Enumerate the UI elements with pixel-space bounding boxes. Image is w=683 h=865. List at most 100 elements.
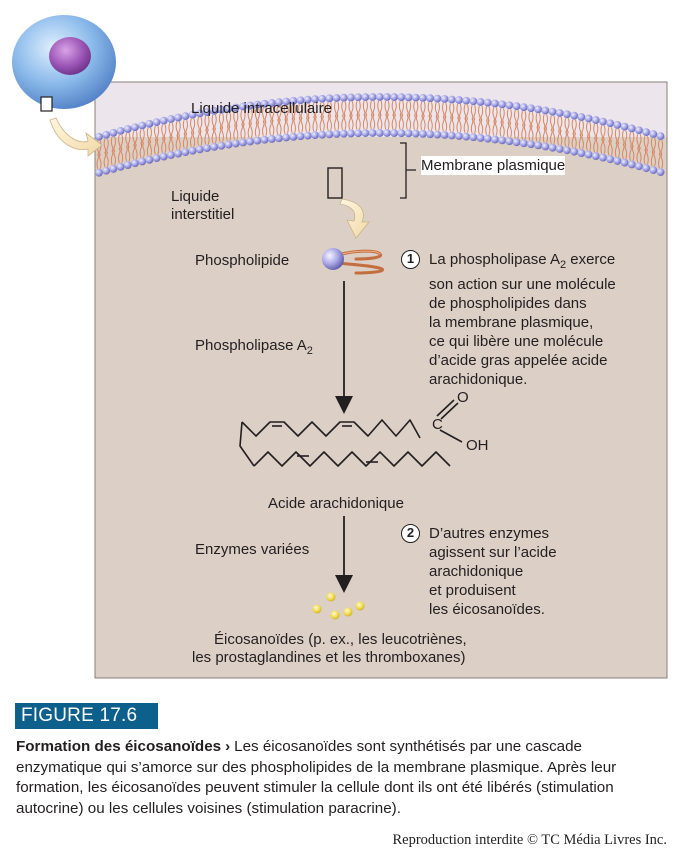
chain-upper: [241, 419, 421, 439]
lipid-head: [519, 103, 528, 112]
lipid-head: [260, 99, 269, 108]
lipid-tail: [300, 117, 304, 133]
lipid-tail: [185, 132, 188, 149]
lipid-tail: [571, 132, 575, 148]
lipid-head: [174, 149, 183, 158]
lipid-head: [224, 104, 233, 113]
lipid-head: [505, 101, 514, 110]
figure-caption: Formation des éicosanoïdes›Les éicosanoï…: [16, 737, 666, 819]
lipid-tail: [161, 137, 164, 153]
lipid-tail: [423, 114, 426, 131]
step-2-number: 2: [401, 524, 420, 543]
copyright-notice: Reproduction interdite © TC Média Livres…: [392, 832, 667, 848]
lipid-tail: [586, 135, 589, 151]
lipid-head: [570, 147, 579, 156]
figure-badge: FIGURE 17.6: [15, 703, 158, 729]
lipid-tail: [269, 119, 272, 136]
lipid-head: [145, 119, 154, 128]
lipid-tail: [653, 150, 656, 167]
lipid-head: [447, 131, 456, 140]
eicosanoid-molecules: [312, 592, 365, 620]
lipid-tail: [96, 153, 99, 169]
lipid-tail: [531, 125, 534, 141]
lipid-head: [570, 111, 579, 120]
lipid-head: [195, 145, 204, 154]
lipid-tail: [362, 113, 366, 130]
lipid-head: [131, 159, 139, 168]
lipid-head: [296, 132, 305, 141]
lipid-tail: [156, 138, 160, 155]
lipid-head: [440, 95, 449, 103]
lipid-head: [102, 130, 111, 139]
lipid-tail: [293, 117, 296, 133]
lipid-head: [210, 143, 219, 151]
lipid-head: [498, 136, 507, 145]
lipid-head: [498, 100, 507, 109]
lipid-head: [361, 129, 370, 138]
lipid-head: [325, 94, 334, 103]
lipid-head: [635, 162, 643, 171]
lipid-tail: [262, 120, 265, 136]
lipid-tail: [139, 142, 143, 158]
lipid-tail: [290, 117, 294, 133]
lipid-tail: [470, 118, 474, 134]
lipid-tail: [387, 113, 390, 130]
lipid-tail: [377, 113, 380, 130]
lipid-tail: [478, 118, 481, 135]
lipid-head: [116, 127, 125, 135]
lipid-tail: [578, 133, 582, 150]
lipid-head: [188, 110, 197, 119]
lipid-head: [606, 155, 615, 164]
label-eicosanoids-1: Éicosanoïdes (p. ex., les leucotriènes,: [214, 631, 467, 648]
lipid-tail: [487, 119, 491, 135]
lipid-tail: [617, 141, 620, 158]
lipid-head: [339, 129, 348, 138]
lipid-tail: [370, 113, 373, 130]
lipid-tail: [125, 145, 128, 162]
phospholipid-head: [322, 248, 344, 270]
lipid-head: [167, 151, 175, 159]
step-1-line: d’acide gras appelée acide: [429, 352, 608, 369]
lipid-head: [95, 132, 103, 141]
lipid-tail: [221, 126, 224, 142]
lipid-tail: [235, 124, 239, 140]
zoom-arrow-cell-icon: [49, 117, 103, 157]
lipid-head: [426, 94, 435, 103]
lipid-tail: [394, 113, 397, 130]
lipid-tail: [607, 140, 611, 156]
lipid-head: [231, 103, 240, 112]
lipid-head: [138, 121, 147, 130]
lipid-head: [152, 118, 161, 127]
lipid-head: [584, 114, 593, 123]
lipid-head: [411, 93, 420, 102]
step-1: 1 La phospholipase A2 exerce son action …: [401, 250, 671, 388]
lipid-tail: [207, 128, 210, 145]
lipid-tail: [110, 149, 114, 165]
lipid-head: [390, 129, 399, 137]
lipid-tail: [415, 114, 419, 130]
step-2-line: agissent sur l’acide: [429, 544, 557, 561]
lipid-tail: [171, 135, 174, 152]
lipid-head: [267, 135, 276, 143]
lipid-head: [159, 116, 168, 125]
lipid-tail: [127, 145, 131, 162]
lipid-head: [246, 101, 255, 110]
lipid-head: [332, 130, 341, 138]
lipid-head: [491, 99, 499, 108]
lipid-tail: [175, 134, 179, 150]
lipid-head: [527, 140, 535, 149]
atom-oh: OH: [466, 437, 489, 454]
lipid-head: [433, 130, 442, 139]
lipid-head: [203, 108, 211, 117]
lipid-head: [419, 129, 427, 138]
lipid-head: [541, 142, 550, 151]
lipid-tail: [434, 115, 438, 131]
lipid-tail: [639, 147, 642, 163]
step-2: 2 D’autres enzymes agissent sur l’acide …: [401, 524, 671, 624]
lipid-head: [347, 129, 355, 138]
lipid-tail: [506, 122, 510, 138]
lipid-head: [109, 128, 118, 137]
lipid-head: [174, 113, 183, 122]
lipid-tail: [420, 114, 423, 131]
lipid-head: [159, 152, 168, 161]
